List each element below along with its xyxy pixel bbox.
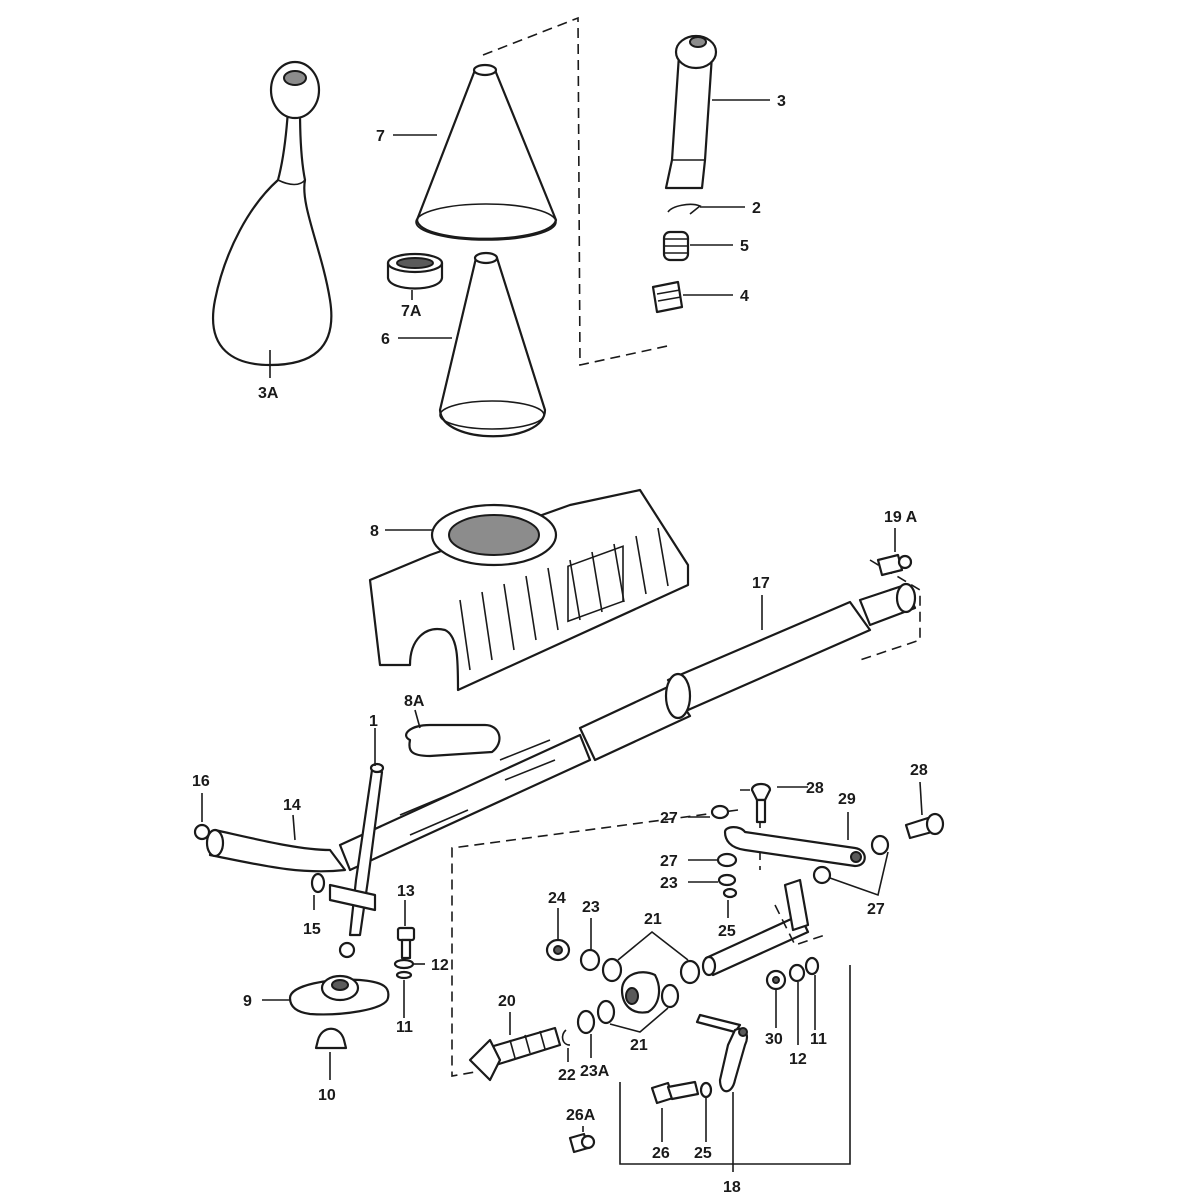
part-7-large-cone — [415, 63, 558, 241]
callout-25a: 25 — [718, 923, 736, 940]
part-18-relay-lever — [695, 1013, 749, 1093]
part-16-circlip — [193, 823, 211, 841]
callout-21b: 21 — [630, 1037, 648, 1054]
part-23-washer-mid — [717, 873, 737, 887]
callout-12b: 12 — [789, 1051, 807, 1068]
part-3A-knob-boot — [212, 60, 333, 367]
callout-23a: 23 — [660, 875, 678, 892]
leader-lines — [201, 99, 923, 1172]
part-8-console-cover — [368, 488, 690, 692]
callout-11b: 11 — [810, 1031, 827, 1048]
part-27-nut-lower — [812, 865, 832, 885]
part-11-washer-right — [804, 956, 820, 976]
callout-15: 15 — [303, 921, 321, 938]
part-3-short-knob — [664, 34, 718, 190]
callout-3A: 3A — [258, 385, 279, 402]
part-6-small-cone — [438, 251, 547, 438]
part-27-nut-right — [870, 834, 890, 856]
callout-3: 3 — [777, 93, 786, 110]
callout-10: 10 — [318, 1087, 336, 1104]
callout-27a: 27 — [660, 810, 678, 827]
callout-14: 14 — [283, 797, 301, 814]
callout-25b: 25 — [694, 1145, 712, 1162]
part-10-rubber-boot — [314, 1027, 348, 1050]
assembly-bracket-lower — [451, 809, 739, 1077]
part-7A-ring — [386, 252, 444, 290]
callout-28b: 28 — [910, 762, 928, 779]
callout-20: 20 — [498, 993, 516, 1010]
part-17-shift-rod — [338, 582, 917, 872]
callout-17: 17 — [752, 575, 770, 592]
part-28-bolt-right — [904, 812, 945, 840]
callout-24: 24 — [548, 890, 566, 907]
part-24-nut — [545, 938, 571, 962]
callout-29: 29 — [838, 791, 856, 808]
part-25-washer-mid — [722, 887, 738, 899]
part-26-bolt — [650, 1080, 700, 1105]
callout-11a: 11 — [396, 1019, 413, 1036]
part-11-washer — [395, 970, 413, 980]
callout-13: 13 — [397, 883, 415, 900]
part-29-link-arm — [723, 826, 866, 868]
part-23-washer — [579, 948, 601, 972]
part-21-ring-b — [679, 959, 701, 985]
shaft-bracket-right — [859, 559, 921, 661]
part-9-base-plate — [288, 974, 390, 1016]
part-21-ring-a — [601, 957, 623, 983]
part-8A-plate — [404, 723, 501, 758]
part-23A-washer — [576, 1009, 596, 1035]
callout-2: 2 — [752, 200, 761, 217]
part-21-coupling-block — [620, 971, 661, 1014]
part-25-washer-low — [699, 1081, 713, 1099]
callout-27b: 27 — [660, 853, 678, 870]
assembly-bracket-top — [482, 16, 673, 366]
callout-12a: 12 — [431, 957, 449, 974]
part-2-clip — [667, 203, 702, 215]
callout-8: 8 — [370, 523, 379, 540]
part-28-bolt-upper — [750, 782, 772, 824]
part-27-nut-top — [710, 804, 730, 820]
callout-9: 9 — [243, 993, 252, 1010]
callout-7: 7 — [376, 128, 385, 145]
callout-7A: 7A — [401, 303, 422, 320]
callout-8A: 8A — [404, 693, 425, 710]
callout-5: 5 — [740, 238, 749, 255]
part-21-ring-d — [660, 983, 680, 1009]
callout-4: 4 — [740, 288, 749, 305]
callout-labels: 3A 7 7A 6 3 2 5 4 8 19 A 17 8A 1 16 14 1… — [192, 93, 928, 1196]
part-27-washer-mid — [716, 852, 738, 868]
part-30-nut — [765, 969, 787, 991]
part-20-selector-shaft — [468, 1026, 562, 1082]
part-15-washer — [310, 872, 326, 894]
part-5-spring — [662, 230, 690, 262]
callout-30: 30 — [765, 1031, 783, 1048]
part-22-clip — [561, 1029, 571, 1046]
part-4-insert — [651, 280, 684, 314]
part-12-washer — [393, 958, 415, 970]
callout-18: 18 — [723, 1179, 741, 1196]
callout-22: 22 — [558, 1067, 576, 1084]
callout-23A: 23A — [580, 1063, 610, 1080]
callout-19A: 19 A — [884, 509, 918, 526]
callout-1: 1 — [369, 713, 378, 730]
callout-6: 6 — [381, 331, 390, 348]
callout-26A: 26A — [566, 1107, 596, 1124]
part-13-bolt — [396, 926, 416, 960]
callout-16: 16 — [192, 773, 210, 790]
assembly-bracket-link — [774, 904, 826, 946]
part-link-shaft — [701, 878, 810, 977]
part-21-ring-c — [596, 999, 616, 1025]
part-14-rod-end — [205, 828, 347, 873]
callout-26: 26 — [652, 1145, 670, 1162]
callout-23b: 23 — [582, 899, 600, 916]
callout-27c: 27 — [867, 901, 885, 918]
part-19A-screw — [876, 553, 913, 577]
part-12-washer-right — [788, 963, 806, 983]
bottom-group-line — [619, 965, 851, 1165]
callout-28a: 28 — [806, 780, 824, 797]
part-1-shift-lever — [328, 762, 385, 959]
callout-21a: 21 — [644, 911, 662, 928]
part-26A-screw — [568, 1132, 596, 1154]
